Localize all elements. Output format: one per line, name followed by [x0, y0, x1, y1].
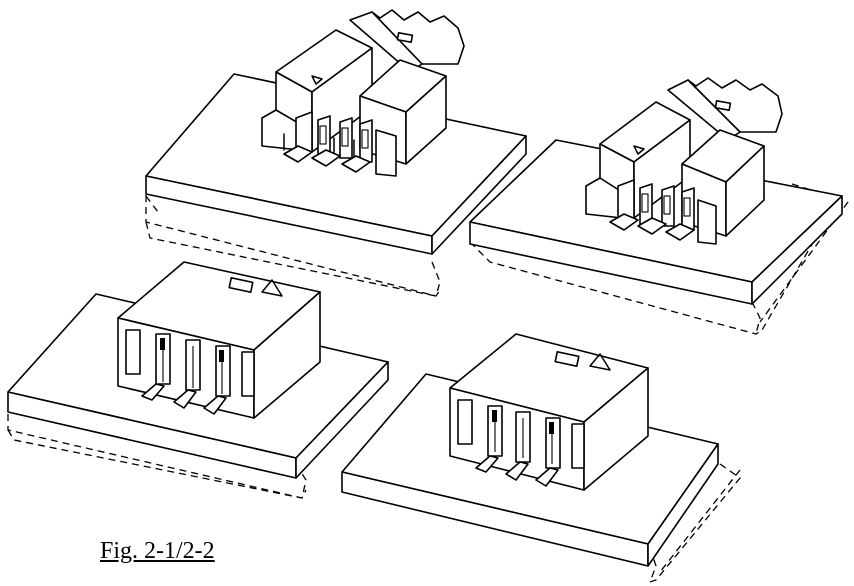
plug-connector-1 — [261, 9, 465, 177]
header-connector-2 — [449, 333, 649, 491]
figure-caption: Fig. 2-1/2-2 — [100, 538, 215, 564]
plug-connector-2 — [585, 77, 783, 245]
board-2-top-right — [469, 139, 849, 335]
header-connector-1 — [117, 261, 321, 419]
